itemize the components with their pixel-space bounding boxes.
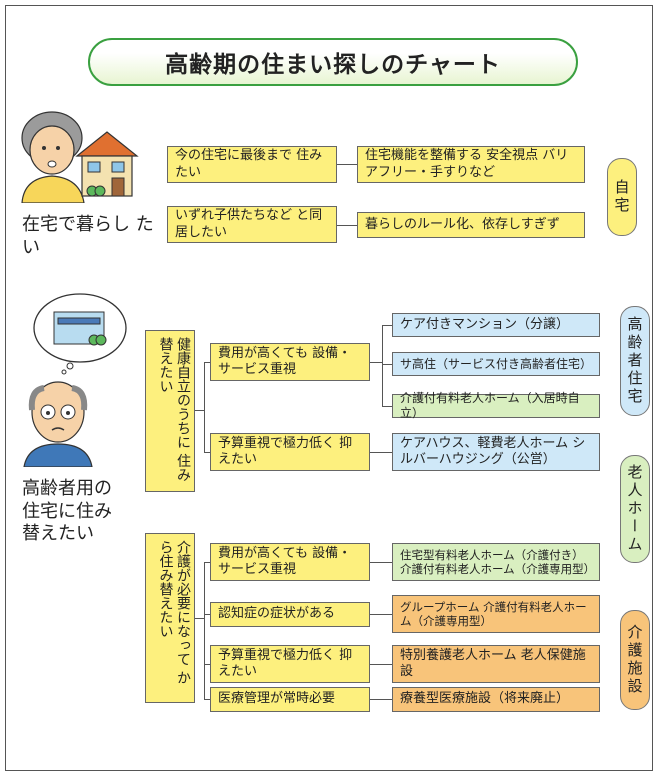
solution-care-house: ケアハウス、軽費老人ホーム シルバーハウジング（公営）	[392, 433, 600, 471]
care-need-budget: 予算重視で極力低く 抑えたい	[210, 645, 370, 683]
solution-residential-nursing-homes: 住宅型有料老人ホーム（介護付き） 介護付有料老人ホーム（介護専用型）	[392, 543, 600, 581]
home-solution-rules: 暮らしのルール化、依存しすぎず	[357, 212, 585, 238]
chart-frame	[5, 5, 653, 771]
solution-nursing-home-independent: 介護付有料老人ホーム（入居時自立）	[392, 391, 600, 420]
category-nursing-home: 老人ホーム	[620, 455, 650, 563]
thought-bubble-building-icon	[33, 293, 127, 375]
solution-group-home: グループホーム 介護付有料老人ホーム（介護専用型）	[392, 595, 600, 633]
solution-care-mansion: ケア付きマンション（分譲）	[392, 313, 600, 337]
care-label: 介護が必要になって から住み替えたい	[145, 533, 195, 703]
care-need-dementia: 認知症の症状がある	[210, 602, 370, 627]
category-care-facility: 介護施設	[620, 610, 650, 710]
move-label: 高齢者用の 住宅に住み 替えたい	[22, 478, 112, 544]
elderly-man-icon	[23, 381, 93, 467]
independent-label: 健康自立のうちに 住み替えたい	[145, 330, 195, 492]
page-title: 高齢期の住まい探しのチャート	[88, 38, 578, 86]
elderly-woman-icon	[21, 111, 85, 203]
home-solution-renovate: 住宅機能を整備する 安全視点 バリアフリー・手すりなど	[357, 146, 585, 183]
solution-sakoju: サ高住（サービス付き高齢者住宅）	[392, 352, 600, 376]
house-icon	[75, 131, 139, 197]
home-need-stay: 今の住宅に最後まで 住みたい	[167, 146, 337, 183]
category-home: 自宅	[607, 158, 637, 236]
independent-need-budget: 予算重視で極力低く 抑えたい	[210, 433, 370, 471]
solution-medical-facility: 療養型医療施設（将来廃止）	[392, 687, 600, 712]
care-need-premium: 費用が高くても 設備・サービス重視	[210, 543, 370, 581]
care-need-medical: 医療管理が常時必要	[210, 687, 370, 712]
solution-special-nursing-home: 特別養護老人ホーム 老人保健施設	[392, 645, 600, 683]
home-need-cohabit: いずれ子供たちなど と同居したい	[167, 206, 337, 243]
category-elderly-housing: 高齢者住宅	[620, 306, 650, 416]
home-label: 在宅で暮らし たい	[22, 214, 154, 258]
independent-need-premium: 費用が高くても 設備・サービス重視	[210, 343, 370, 381]
